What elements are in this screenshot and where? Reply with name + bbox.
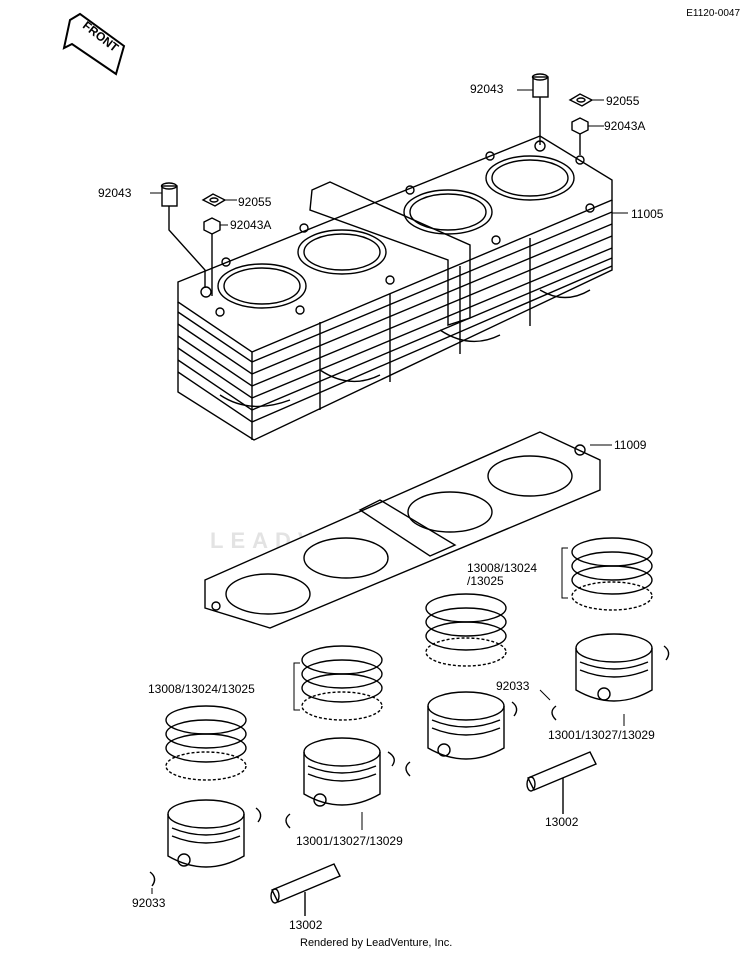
callout-piston-right: 13001/13027/13029 — [548, 728, 655, 742]
callout-92033-mid: 92033 — [496, 679, 530, 693]
piston-rings-leftmid — [301, 645, 383, 721]
callout-rings-right-1: 13008/13024 — [467, 561, 538, 575]
dowel-a-left — [203, 217, 221, 296]
callout-piston-mid: 13001/13027/13029 — [296, 834, 403, 848]
callout-13002-right: 13002 — [545, 815, 579, 829]
callout-92043-top: 92043 — [470, 82, 504, 96]
piston-right — [575, 633, 653, 702]
callout-rings-left: 13008/13024/13025 — [148, 682, 255, 696]
piston-leftmid — [303, 737, 381, 807]
piston-pin-left — [270, 863, 341, 916]
callout-92055-top: 92055 — [606, 94, 640, 108]
oring-left — [201, 193, 227, 207]
piston-rings-right — [571, 537, 653, 611]
circlips — [149, 645, 670, 887]
piston-mid — [427, 691, 505, 760]
dowel-a-top — [571, 117, 589, 155]
piston-pin-right — [526, 751, 597, 814]
cylinder-block — [177, 135, 613, 441]
head-gasket — [204, 431, 601, 629]
diagram-code: E1120-0047 — [686, 8, 740, 19]
oring-top — [568, 93, 594, 107]
callout-11005: 11005 — [631, 207, 664, 221]
callout-11009: 11009 — [614, 438, 647, 452]
dowel-pin-left — [160, 182, 206, 288]
piston-left — [167, 799, 245, 868]
callout-92033-left: 92033 — [132, 896, 166, 910]
callout-rings-right-2: /13025 — [467, 574, 504, 588]
callout-92043a-left: 92043A — [230, 218, 272, 232]
front-arrow-icon: FRONT — [62, 12, 126, 76]
callout-92043a-top: 92043A — [604, 119, 646, 133]
piston-rings-mid — [425, 593, 507, 667]
piston-rings-left — [165, 705, 247, 781]
dowel-pin-top — [531, 73, 549, 145]
footer-credit: Rendered by LeadVenture, Inc. — [300, 937, 453, 949]
callout-92055-left: 92055 — [238, 195, 272, 209]
callout-13002-left: 13002 — [289, 918, 323, 932]
callout-92043-left: 92043 — [98, 186, 132, 200]
leader-lines — [150, 89, 628, 894]
